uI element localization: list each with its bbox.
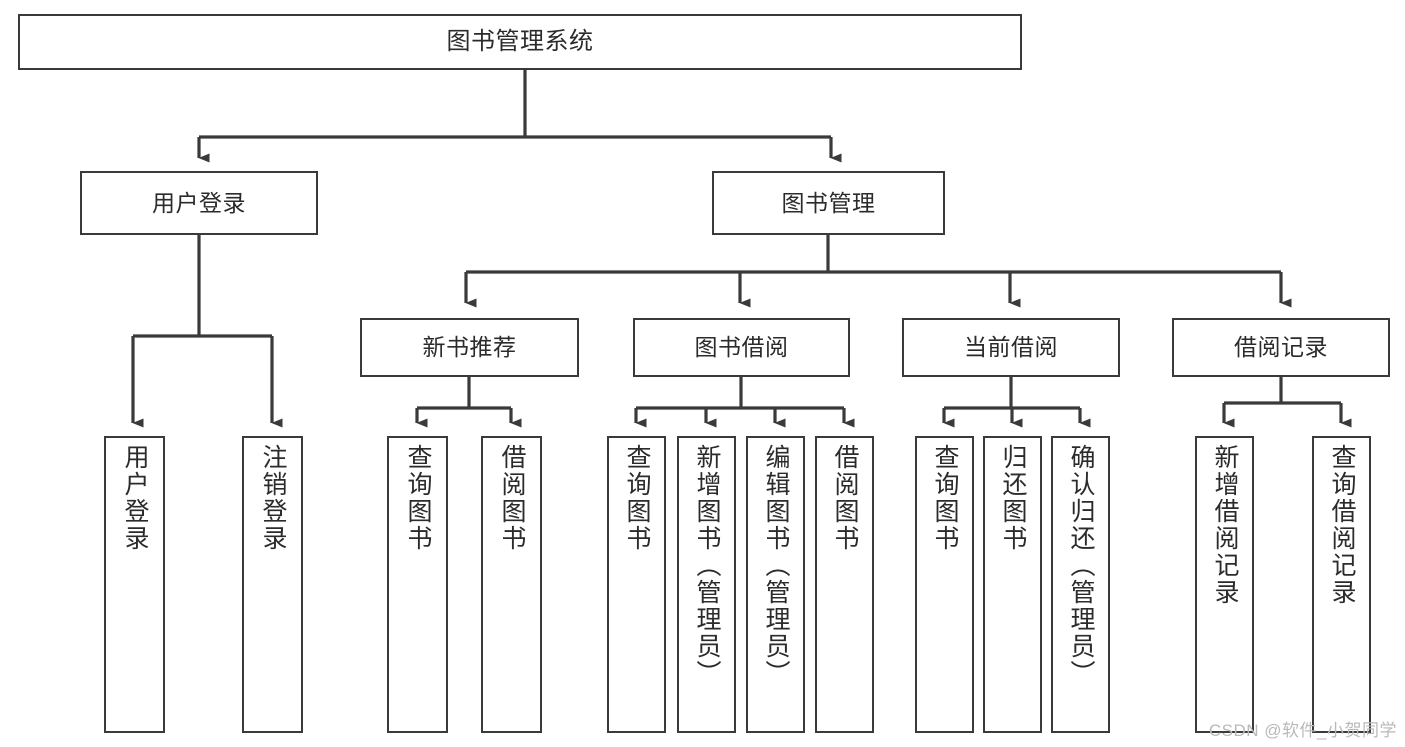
leaf-borrow-book[interactable]: 借阅图书 bbox=[815, 436, 874, 733]
node-new-book-recommendation[interactable]: 新书推荐 bbox=[360, 318, 579, 377]
node-label: 借阅图书 bbox=[498, 444, 526, 552]
node-label: 编辑图书（管理员） bbox=[762, 444, 790, 687]
node-user-login[interactable]: 用户登录 bbox=[80, 171, 318, 235]
node-label: 查询借阅记录 bbox=[1328, 444, 1356, 606]
csdn-watermark: CSDN @软件_小贺同学 bbox=[1208, 721, 1397, 740]
node-label: 图书管理 bbox=[781, 189, 876, 216]
node-label: 图书管理系统 bbox=[446, 28, 594, 55]
node-label: 图书借阅 bbox=[694, 334, 789, 360]
node-book-borrow[interactable]: 图书借阅 bbox=[633, 318, 850, 377]
leaf-add-borrow-record[interactable]: 新增借阅记录 bbox=[1195, 436, 1254, 733]
node-label: 确认归还（管理员） bbox=[1067, 444, 1095, 687]
leaf-borrow-book-recommendation[interactable]: 借阅图书 bbox=[481, 436, 542, 733]
node-label: 用户登录 bbox=[121, 444, 149, 552]
node-label: 查询图书 bbox=[404, 444, 432, 552]
leaf-edit-book-admin[interactable]: 编辑图书（管理员） bbox=[746, 436, 805, 733]
node-book-management[interactable]: 图书管理 bbox=[712, 171, 945, 235]
leaf-query-book-borrow[interactable]: 查询图书 bbox=[607, 436, 666, 733]
node-label: 借阅图书 bbox=[831, 444, 859, 552]
node-label: 当前借阅 bbox=[964, 334, 1058, 360]
leaf-user-login[interactable]: 用户登录 bbox=[104, 436, 165, 733]
node-label: 查询图书 bbox=[931, 444, 959, 552]
node-label: 新增图书（管理员） bbox=[693, 444, 721, 687]
leaf-query-borrow-record[interactable]: 查询借阅记录 bbox=[1312, 436, 1371, 733]
node-label: 新书推荐 bbox=[422, 334, 517, 360]
leaf-return-book[interactable]: 归还图书 bbox=[983, 436, 1042, 733]
node-label: 用户登录 bbox=[152, 189, 246, 216]
leaf-query-book-current[interactable]: 查询图书 bbox=[915, 436, 974, 733]
leaf-confirm-return-admin[interactable]: 确认归还（管理员） bbox=[1051, 436, 1110, 733]
node-current-borrow[interactable]: 当前借阅 bbox=[902, 318, 1120, 377]
node-label: 查询图书 bbox=[623, 444, 651, 552]
node-label: 归还图书 bbox=[999, 444, 1027, 552]
leaf-query-book-recommendation[interactable]: 查询图书 bbox=[387, 436, 448, 733]
leaf-add-book-admin[interactable]: 新增图书（管理员） bbox=[677, 436, 736, 733]
node-borrow-record[interactable]: 借阅记录 bbox=[1172, 318, 1390, 377]
node-root-book-management-system[interactable]: 图书管理系统 bbox=[18, 14, 1022, 70]
node-label: 新增借阅记录 bbox=[1211, 444, 1239, 606]
node-label: 注销登录 bbox=[259, 444, 287, 552]
leaf-user-logout[interactable]: 注销登录 bbox=[242, 436, 303, 733]
node-label: 借阅记录 bbox=[1234, 334, 1328, 360]
